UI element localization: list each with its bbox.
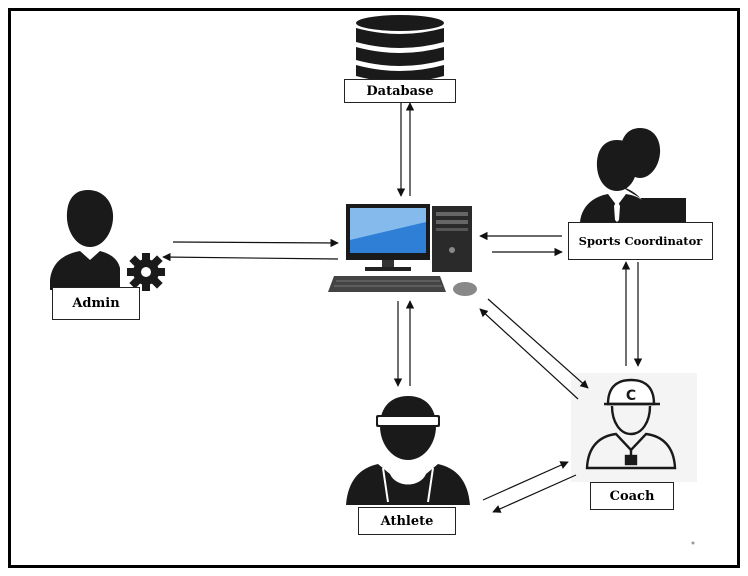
sports-coordinator-label: Sports Coordinator xyxy=(568,222,713,260)
arrow-coach-to-athlete xyxy=(492,474,577,513)
athlete-icon xyxy=(346,396,470,505)
group-users-icon xyxy=(580,128,686,222)
admin-label: Admin xyxy=(52,287,140,320)
arrow-server-to-coach xyxy=(487,298,589,389)
arrow-server-to-admin xyxy=(162,252,339,262)
computer-icon xyxy=(328,204,477,296)
coach-label: Coach xyxy=(590,482,674,510)
database-icon xyxy=(356,15,444,82)
arrow-athlete-to-coach xyxy=(482,461,569,501)
athlete-label: Athlete xyxy=(358,507,456,535)
database-label: Database xyxy=(344,79,456,103)
connections xyxy=(162,102,643,513)
admin-gear-icon xyxy=(50,190,165,291)
coach-badge: C xyxy=(626,388,636,404)
arrow-coach-to-server xyxy=(479,308,579,400)
coach-icon xyxy=(585,378,677,470)
stray-dot xyxy=(691,541,695,545)
arrow-admin-to-server xyxy=(172,238,339,248)
